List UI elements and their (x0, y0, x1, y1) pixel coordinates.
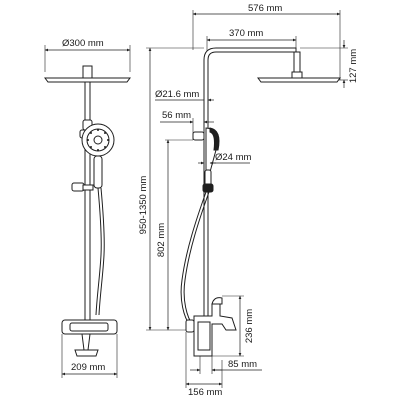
wall-offset-label: 56 mm (162, 110, 191, 121)
hand-shower-front (81, 123, 115, 189)
total-reach-label: 576 mm (248, 3, 282, 14)
head-drop-label: 127 mm (348, 49, 359, 83)
height-range-label: 950-1350 mm (138, 176, 149, 235)
spout-offset-dimension: 156 mm (185, 332, 222, 398)
mixer-base-front (61, 319, 118, 357)
rain-shower-head-front (44, 65, 131, 83)
hand-shower-side (192, 127, 220, 193)
head-diameter-dimension: Ø300 mm (44, 38, 131, 72)
handshower-diameter-label: Ø24 mm (215, 152, 252, 163)
base-width-label: 209 mm (71, 362, 105, 373)
bar-height-dimension: 802 mm (156, 139, 193, 331)
head-drop-dimension: 127 mm (300, 40, 359, 88)
riser-pipe-front (79, 81, 96, 323)
hose-side (180, 191, 207, 326)
hose-front (95, 187, 102, 316)
rain-shower-head-side (257, 71, 341, 83)
mixer-height-dimension: 236 mm (212, 295, 255, 357)
mixer-height-label: 236 mm (244, 309, 255, 343)
mixer-side (185, 297, 237, 357)
base-width-dimension: 209 mm (61, 334, 118, 378)
spout-offset-label: 156 mm (188, 387, 222, 398)
side-view: 576 mm 370 mm 127 mm (138, 3, 359, 398)
slide-holder-front (71, 182, 94, 192)
arm-length-dimension: 370 mm (206, 28, 297, 60)
bar-height-label: 802 mm (156, 223, 167, 257)
front-view: Ø300 mm (44, 38, 131, 378)
spout-depth-label: 85 mm (228, 359, 257, 370)
spout-depth-dimension: 85 mm (190, 356, 262, 374)
shower-arm-side (203, 47, 301, 331)
head-diameter-label: Ø300 mm (62, 38, 104, 49)
total-reach-dimension: 576 mm (192, 3, 341, 80)
pipe-diameter-dimension: Ø21.6 mm (155, 89, 214, 102)
pipe-diameter-label: Ø21.6 mm (155, 89, 199, 100)
arm-length-label: 370 mm (229, 28, 263, 39)
handshower-diameter-dimension: Ø24 mm (198, 152, 252, 165)
